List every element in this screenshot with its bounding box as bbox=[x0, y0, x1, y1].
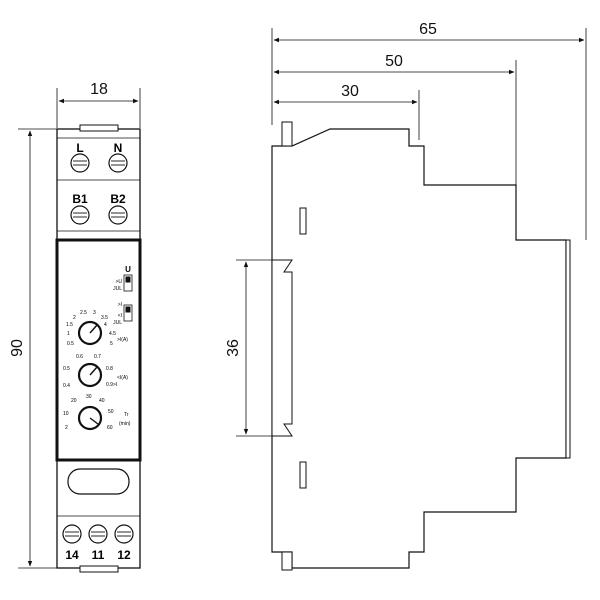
knob1-scale-4: 2.5 bbox=[80, 310, 87, 316]
knob1-scale-9: 5 bbox=[110, 341, 113, 347]
top-clip bbox=[79, 124, 119, 132]
dimension-label-front-height: 90 bbox=[9, 339, 26, 357]
dimension-side-total: 65 bbox=[271, 21, 587, 240]
switch-current-over: >I bbox=[118, 302, 122, 308]
terminal-screw-b2 bbox=[108, 205, 128, 225]
knob1-scale-2: 1.5 bbox=[66, 322, 73, 328]
knob3-scale-5: 50 bbox=[108, 409, 114, 415]
knob1-scale-6: 3.5 bbox=[101, 315, 108, 321]
knob1-scale-5: 3 bbox=[93, 310, 96, 316]
knob2-scale-1: 0.5 bbox=[63, 366, 70, 372]
terminal-label-n: N bbox=[114, 141, 123, 155]
dimension-label-side-mid: 50 bbox=[385, 53, 403, 70]
switch-current-pulse: JUL bbox=[113, 320, 122, 326]
dimension-front-height: 90 bbox=[9, 128, 60, 569]
knob-overcurrent: 0.5 1 1.5 2 2.5 3 3.5 4 4.5 5 >I(A) bbox=[66, 310, 128, 347]
side-bottom-clip bbox=[281, 551, 293, 571]
switch-voltage: U >U JUL bbox=[113, 265, 133, 292]
knob2-scale-3: 0.7 bbox=[94, 354, 101, 360]
side-top-clip bbox=[281, 121, 293, 147]
side-slot-top bbox=[299, 207, 307, 235]
knob1-unit: >I(A) bbox=[117, 337, 128, 343]
switch-voltage-label: U bbox=[125, 265, 131, 274]
dimension-side-short: 30 bbox=[273, 83, 420, 140]
label-window bbox=[67, 468, 130, 495]
knob1-scale-3: 2 bbox=[73, 315, 76, 321]
terminal-screw-11 bbox=[88, 524, 108, 544]
terminal-label-12: 12 bbox=[117, 548, 131, 562]
knob2-unit: <I(A) bbox=[117, 375, 128, 381]
knob2-scale-0: 0.4 bbox=[63, 383, 70, 389]
knob2-end: 0.9>I bbox=[106, 382, 117, 388]
dimension-label-side-short: 30 bbox=[341, 83, 359, 100]
knob1-scale-0: 0.5 bbox=[67, 341, 74, 347]
din-rail-notch bbox=[271, 259, 293, 437]
switch-voltage-mode: >U bbox=[115, 279, 122, 285]
knob3-scale-2: 20 bbox=[71, 398, 77, 404]
terminal-label-11: 11 bbox=[92, 548, 105, 562]
terminal-screw-l bbox=[70, 153, 90, 173]
bottom-clip bbox=[79, 565, 119, 573]
dimension-front-width: 18 bbox=[56, 81, 141, 128]
knob1-scale-1: 1 bbox=[67, 331, 70, 337]
dimension-side-mid: 50 bbox=[273, 53, 517, 200]
terminal-label-b2: B2 bbox=[110, 192, 126, 206]
terminal-screw-b1 bbox=[70, 205, 90, 225]
knob3-scale-3: 30 bbox=[86, 394, 92, 400]
knob3-unit-bottom: (min) bbox=[119, 421, 131, 427]
terminal-screw-n bbox=[108, 153, 128, 173]
dimension-label-side-total: 65 bbox=[419, 21, 437, 38]
terminal-label-b1: B1 bbox=[72, 192, 88, 206]
knob1-scale-8: 4.5 bbox=[109, 331, 116, 337]
knob3-scale-6: 60 bbox=[107, 425, 113, 431]
terminal-label-l: L bbox=[76, 141, 83, 155]
switch-current: >I <I JUL bbox=[113, 302, 133, 326]
terminal-screw-12 bbox=[114, 524, 134, 544]
side-slot-bottom bbox=[299, 461, 307, 489]
knob3-scale-0: 2 bbox=[65, 425, 68, 431]
dimension-label-front-width: 18 bbox=[90, 81, 108, 98]
terminal-label-14: 14 bbox=[65, 548, 79, 562]
knob2-scale-4: 0.8 bbox=[106, 366, 113, 372]
knob-time: 2 10 20 30 40 50 60 Tr (min) bbox=[63, 394, 131, 431]
knob1-scale-7: 4 bbox=[104, 322, 107, 328]
side-view: 65 50 30 36 bbox=[225, 21, 587, 571]
side-front-face bbox=[565, 239, 571, 459]
side-profile-outline bbox=[271, 128, 567, 569]
knob3-unit-top: Tr bbox=[124, 412, 129, 418]
terminal-screw-14 bbox=[62, 524, 82, 544]
front-view: 18 90 L N B1 B2 bbox=[9, 81, 142, 573]
knob3-scale-4: 40 bbox=[99, 398, 105, 404]
knob3-scale-1: 10 bbox=[63, 411, 69, 417]
switch-current-under: <I bbox=[118, 313, 122, 319]
switch-voltage-pulse: JUL bbox=[113, 286, 122, 292]
dimension-label-rail-height: 36 bbox=[225, 339, 242, 357]
knob2-scale-2: 0.6 bbox=[76, 354, 83, 360]
knob-undercurrent: 0.4 0.5 0.6 0.7 0.8 0.9>I <I(A) bbox=[63, 354, 128, 389]
